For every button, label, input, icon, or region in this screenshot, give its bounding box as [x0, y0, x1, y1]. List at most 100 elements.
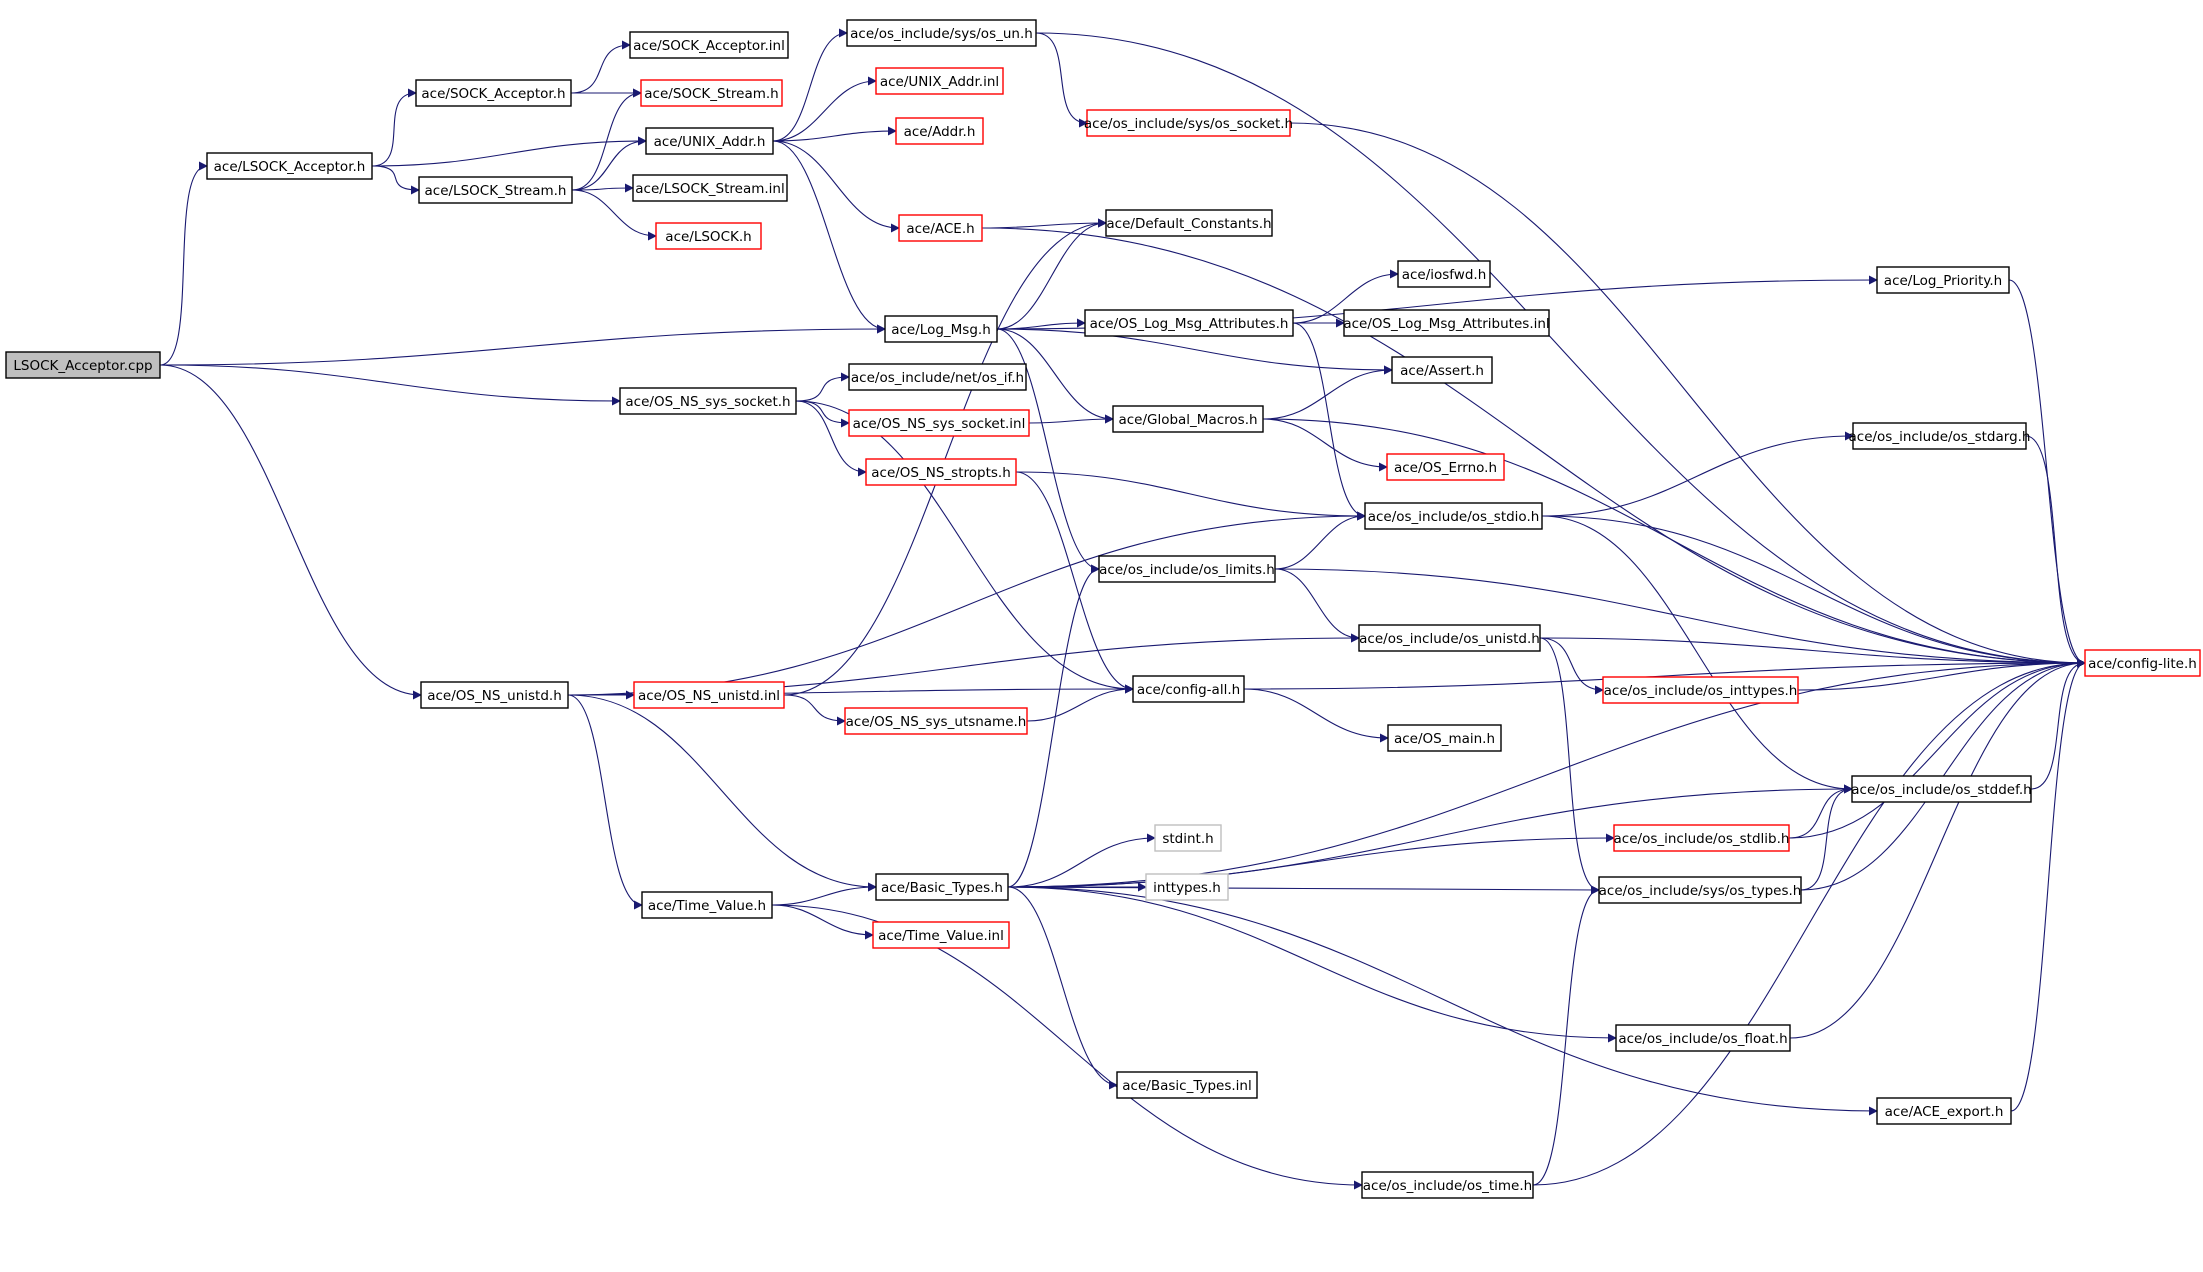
dependency-edge-n1-n6	[371, 165, 420, 195]
node-label: ace/os_include/os_inttypes.h	[1604, 683, 1798, 699]
node-box	[1084, 309, 1294, 337]
graph-node-n33[interactable]: ace/OS_NS_unistd.inl	[633, 681, 785, 709]
graph-node-n22[interactable]: ace/os_include/net/os_if.h	[848, 363, 1027, 391]
graph-node-n12[interactable]: ace/ACE.h	[898, 214, 983, 242]
graph-node-n42[interactable]: ace/Basic_Types.h	[875, 873, 1009, 901]
node-box	[1391, 356, 1493, 384]
node-label: ace/os_include/sys/os_socket.h	[1084, 116, 1293, 132]
graph-node-n11[interactable]: ace/Addr.h	[895, 117, 984, 145]
graph-node-n19[interactable]: ace/Log_Priority.h	[1876, 266, 2010, 294]
graph-node-n36[interactable]: ace/os_include/os_inttypes.h	[1602, 676, 1799, 704]
graph-node-n49[interactable]: ace/os_include/os_time.h	[1361, 1171, 1534, 1199]
dependency-edge-n34-n35	[1026, 684, 1134, 722]
graph-node-n39[interactable]: ace/os_include/os_stdlib.h	[1613, 824, 1790, 852]
node-box	[5, 351, 161, 379]
graph-node-n23[interactable]: ace/OS_NS_sys_socket.inl	[848, 409, 1030, 437]
graph-node-n1[interactable]: ace/LSOCK_Acceptor.h	[206, 152, 373, 180]
node-box	[1851, 775, 2032, 803]
dependency-edge-n38-n31	[2030, 658, 2086, 790]
graph-node-n46[interactable]: ace/os_include/os_float.h	[1615, 1024, 1791, 1052]
graph-node-n2[interactable]: ace/SOCK_Acceptor.h	[415, 79, 572, 107]
node-box	[884, 315, 998, 343]
graph-node-n30[interactable]: ace/os_include/os_unistd.h	[1358, 624, 1541, 652]
dependency-edge-n15-n29	[996, 328, 1100, 574]
node-box	[1343, 309, 1550, 337]
dependency-edge-n15-n20	[996, 328, 1393, 375]
graph-node-n25[interactable]: ace/OS_NS_stropts.h	[865, 458, 1017, 486]
graph-node-n16[interactable]: ace/OS_Log_Msg_Attributes.h	[1084, 309, 1294, 337]
node-box	[1615, 1024, 1791, 1052]
node-box	[632, 174, 788, 202]
node-box	[1086, 109, 1291, 137]
graph-node-n28[interactable]: ace/os_include/os_stdio.h	[1364, 502, 1543, 530]
node-box	[1397, 260, 1491, 288]
graph-node-n27[interactable]: ace/os_include/os_stdarg.h	[1849, 422, 2031, 450]
graph-node-n9[interactable]: ace/os_include/sys/os_un.h	[846, 19, 1037, 47]
node-label: ace/os_include/net/os_if.h	[851, 370, 1024, 386]
dependency-edge-n30-n45	[1539, 637, 1600, 895]
graph-node-n21[interactable]: ace/OS_NS_sys_socket.h	[619, 387, 797, 415]
graph-node-n6[interactable]: ace/LSOCK_Stream.h	[418, 176, 573, 204]
node-label: ace/LSOCK_Stream.h	[425, 183, 567, 199]
node-label: ace/config-lite.h	[2088, 656, 2197, 672]
node-label: ace/OS_NS_stropts.h	[871, 465, 1011, 481]
node-box	[206, 152, 373, 180]
graph-node-n15[interactable]: ace/Log_Msg.h	[884, 315, 998, 343]
graph-node-n24[interactable]: ace/Global_Macros.h	[1112, 405, 1264, 433]
dependency-edge-n35-n37	[1243, 688, 1389, 743]
graph-node-n29[interactable]: ace/os_include/os_limits.h	[1098, 555, 1276, 583]
graph-node-n37[interactable]: ace/OS_main.h	[1387, 724, 1502, 752]
node-label: ace/SOCK_Acceptor.inl	[633, 38, 785, 54]
dependency-edge-n24-n31	[1262, 418, 2086, 668]
graph-node-n48[interactable]: ace/ACE_export.h	[1876, 1097, 2012, 1125]
node-box	[1876, 1097, 2012, 1125]
node-label: ace/LSOCK.h	[665, 229, 751, 245]
dependency-edge-n12-n31	[981, 227, 2086, 668]
node-box	[1852, 422, 2027, 450]
node-label: ace/OS_NS_sys_socket.h	[625, 394, 790, 410]
dependency-edge-n42-n29	[1007, 564, 1100, 888]
graph-node-n13[interactable]: ace/os_include/sys/os_socket.h	[1084, 109, 1293, 137]
node-box	[1098, 555, 1276, 583]
node-box	[640, 79, 783, 107]
graph-node-n40[interactable]: stdint.h	[1154, 824, 1222, 852]
graph-node-n18[interactable]: ace/OS_Log_Msg_Attributes.inl	[1343, 309, 1550, 337]
dependency-edge-n35-n31	[1243, 658, 2086, 690]
graph-node-n43[interactable]: ace/Time_Value.h	[641, 891, 773, 919]
graph-node-n4[interactable]: ace/SOCK_Stream.h	[640, 79, 783, 107]
graph-node-n20[interactable]: ace/Assert.h	[1391, 356, 1493, 384]
dependency-edge-n45-n38	[1800, 784, 1853, 891]
graph-node-n35[interactable]: ace/config-all.h	[1132, 675, 1245, 703]
graph-node-n44[interactable]: ace/Time_Value.inl	[872, 921, 1010, 949]
node-label: ace/os_include/os_time.h	[1363, 1178, 1532, 1194]
dependency-edge-n0-n15	[159, 324, 886, 366]
node-box	[898, 214, 983, 242]
graph-node-n47[interactable]: ace/Basic_Types.inl	[1116, 1071, 1258, 1099]
graph-node-n31[interactable]: ace/config-lite.h	[2084, 649, 2201, 677]
graph-node-n41[interactable]: inttypes.h	[1145, 873, 1229, 901]
graph-node-n45[interactable]: ace/os_include/sys/os_types.h	[1598, 876, 1802, 904]
graph-node-n26[interactable]: ace/OS_Errno.h	[1386, 453, 1505, 481]
graph-node-n17[interactable]: ace/iosfwd.h	[1397, 260, 1491, 288]
node-label: ace/Log_Priority.h	[1884, 273, 2002, 289]
graph-node-n8[interactable]: ace/LSOCK.h	[655, 222, 762, 250]
graph-node-n3[interactable]: ace/SOCK_Acceptor.inl	[629, 31, 789, 59]
node-label: ace/os_include/sys/os_types.h	[1599, 883, 1802, 899]
node-label: ace/OS_NS_sys_socket.inl	[853, 416, 1026, 432]
graph-node-n32[interactable]: ace/OS_NS_unistd.h	[420, 681, 569, 709]
graph-node-n7[interactable]: ace/LSOCK_Stream.inl	[632, 174, 788, 202]
dependency-edge-n6-n4	[571, 88, 642, 191]
dependency-edge-n36-n31	[1797, 658, 2086, 691]
graph-node-n0[interactable]: LSOCK_Acceptor.cpp	[5, 351, 161, 379]
node-box	[848, 409, 1030, 437]
dependency-edge-n1-n2	[371, 88, 417, 167]
node-label: ace/ACE_export.h	[1885, 1104, 2004, 1120]
graph-node-n14[interactable]: ace/Default_Constants.h	[1105, 209, 1273, 237]
graph-node-n5[interactable]: ace/UNIX_Addr.h	[645, 127, 774, 155]
node-box	[1105, 209, 1273, 237]
graph-node-n38[interactable]: ace/os_include/os_stddef.h	[1851, 775, 2032, 803]
graph-node-n10[interactable]: ace/UNIX_Addr.inl	[875, 67, 1004, 95]
node-box	[1145, 873, 1229, 901]
graph-node-n34[interactable]: ace/OS_NS_sys_utsname.h	[844, 707, 1028, 735]
dependency-edge-n42-n40	[1007, 833, 1156, 888]
